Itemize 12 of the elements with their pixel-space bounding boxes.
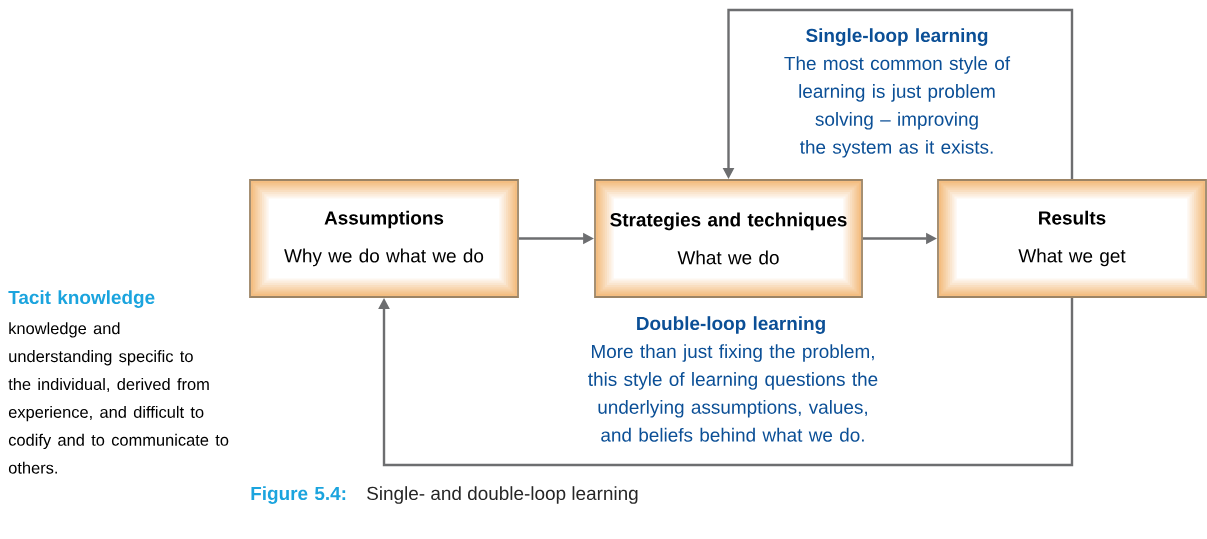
- description-text: The most common style of learning is just problem solving – improving the system as it exists.: [784, 56, 1011, 158]
- figure-number: Figure 5.4:: [251, 486, 346, 504]
- description-text: More than just fixing the problem, this style of learning questions the underlying assumptions, values, and beliefs behind what we do.: [588, 344, 878, 442]
- sidebar-heading: Tacit knowledge: [8, 290, 155, 308]
- caption: Single- and double-loop learning: [367, 486, 638, 504]
- process-box: Assumptions Why we do what we do: [249, 179, 519, 298]
- sidebar-text: knowledge and understanding specific to the individual, derived from experience, and difficult to codify and to communicate to others.: [8, 322, 229, 474]
- process-box: Results What we get: [937, 179, 1207, 298]
- process-box: Strategies and techniques What we do: [594, 179, 863, 298]
- heading: Single-loop learning: [806, 28, 988, 46]
- arrow: [378, 297, 1074, 467]
- heading: Double-loop learning: [637, 316, 825, 334]
